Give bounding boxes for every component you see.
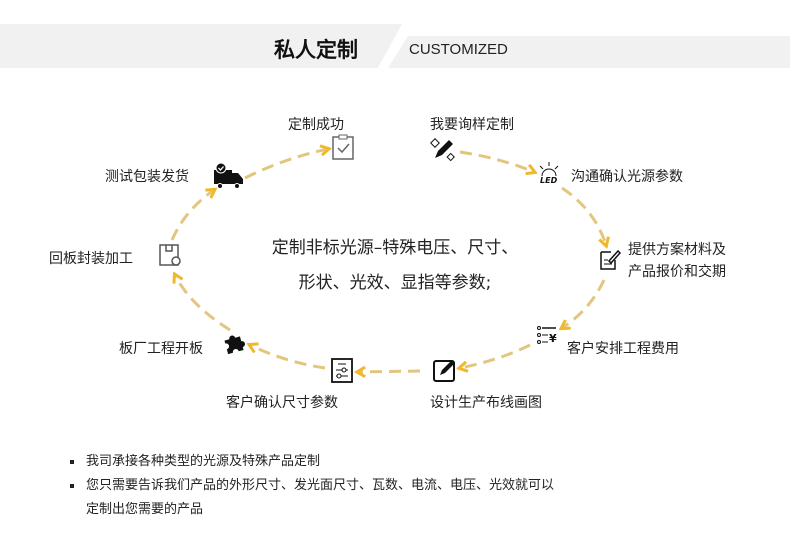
notes-list: 我司承接各种类型的光源及特殊产品定制 您只需要告诉我们产品的外形尺寸、发光面尺寸… (68, 450, 554, 522)
package-icon (159, 244, 181, 266)
flow-arrow (358, 371, 421, 372)
flow-arrow (561, 186, 606, 245)
svg-text:LED: LED (540, 176, 558, 185)
page-subtitle: CUSTOMIZED (409, 41, 508, 58)
step-label: 回板封装加工 (49, 251, 133, 267)
flow-arrow (170, 190, 214, 241)
clipboard-check-icon (332, 134, 354, 160)
flow-arrow (250, 345, 326, 370)
truck-icon (214, 162, 243, 188)
edit-square-icon (433, 360, 455, 382)
flow-arrow (459, 150, 534, 172)
header-band-left (0, 24, 402, 68)
step-label: 测试包装发货 (105, 169, 189, 185)
step-label: 设计生产布线画图 (430, 395, 542, 411)
header-band-right (388, 36, 790, 68)
document-edit-icon (600, 249, 622, 270)
step-label: 板厂工程开板 (119, 341, 203, 357)
note-item: 您只需要告诉我们产品的外形尺寸、发光面尺寸、瓦数、电流、电压、光效就可以 (68, 474, 554, 498)
led-icon: LED (539, 162, 559, 185)
step-label: 客户确认尺寸参数 (226, 395, 338, 411)
note-item: 我司承接各种类型的光源及特殊产品定制 (68, 450, 554, 474)
flow-arrow (562, 279, 606, 328)
step-label: 客户安排工程费用 (567, 341, 679, 357)
step-label: 提供方案材料及 (628, 242, 726, 258)
puzzle-icon (224, 335, 246, 355)
page-title: 私人定制 (274, 38, 358, 62)
svg-text:¥: ¥ (549, 332, 557, 345)
flow-arrow (175, 275, 231, 332)
center-text-line1: 定制非标光源–特殊电压、尺寸、 (271, 238, 519, 258)
flow-arrow (460, 343, 531, 368)
step-label: 沟通确认光源参数 (571, 169, 683, 185)
price-list-icon: ¥ (537, 326, 557, 345)
step-label: 我要询样定制 (430, 117, 514, 133)
step-label-line2: 产品报价和交期 (628, 264, 726, 280)
settings-sheet-icon (331, 358, 353, 383)
note-item-continuation: 定制出您需要的产品 (86, 502, 204, 517)
flow-arrow (244, 149, 328, 180)
center-text-line2: 形状、光效、显指等参数; (298, 273, 492, 293)
pencil-ruler-icon (430, 138, 455, 162)
step-label: 定制成功 (288, 117, 344, 133)
